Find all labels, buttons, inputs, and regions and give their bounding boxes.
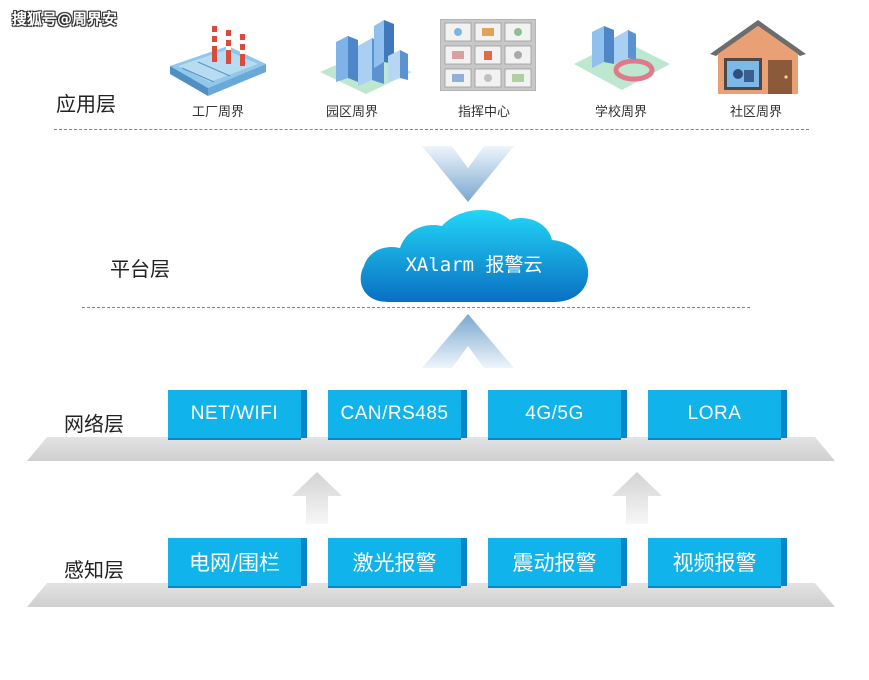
- cloud-label: XAlarm 报警云: [405, 254, 543, 276]
- app-label-school: 学校周界: [594, 105, 647, 120]
- sensing-item-grid-fence: 电网/围栏: [168, 538, 301, 586]
- network-layer-platform: [27, 437, 835, 461]
- factory-icon: [170, 26, 266, 96]
- network-item-lora: LORA: [648, 390, 781, 438]
- application-layer-label: 应用层: [56, 92, 116, 116]
- platform-layer-label: 平台层: [110, 257, 170, 281]
- school-icon: [574, 26, 670, 90]
- platform-layer-divider: [82, 307, 750, 308]
- app-label-community: 社区周界: [729, 105, 782, 120]
- up-arrow-icon: [292, 472, 342, 524]
- sensing-item-vibration-alarm: 震动报警: [488, 538, 621, 586]
- sensing-layer-platform: [27, 583, 835, 607]
- application-layer-divider: [54, 129, 809, 130]
- up-arrow-icon: [612, 472, 662, 524]
- command-center-icon: [440, 19, 536, 91]
- network-item-4g-5g: 4G/5G: [488, 390, 621, 438]
- down-arrow-icon: [422, 146, 514, 202]
- network-layer-label: 网络层: [64, 412, 124, 436]
- app-label-park: 园区周界: [325, 105, 378, 120]
- cloud-icon: [360, 209, 589, 302]
- up-arrow-icon: [422, 314, 514, 368]
- app-label-factory: 工厂周界: [191, 105, 244, 120]
- network-item-can-rs485: CAN/RS485: [328, 390, 461, 438]
- app-label-command-center: 指挥中心: [457, 105, 510, 120]
- sensing-layer-label: 感知层: [64, 558, 124, 582]
- sensing-item-video-alarm: 视频报警: [648, 538, 781, 586]
- network-item-net-wifi: NET/WIFI: [168, 390, 301, 438]
- watermark-text: 搜狐号@周界安: [12, 10, 118, 28]
- community-house-icon: [710, 20, 806, 94]
- park-buildings-icon: [320, 20, 412, 94]
- sensing-item-laser-alarm: 激光报警: [328, 538, 461, 586]
